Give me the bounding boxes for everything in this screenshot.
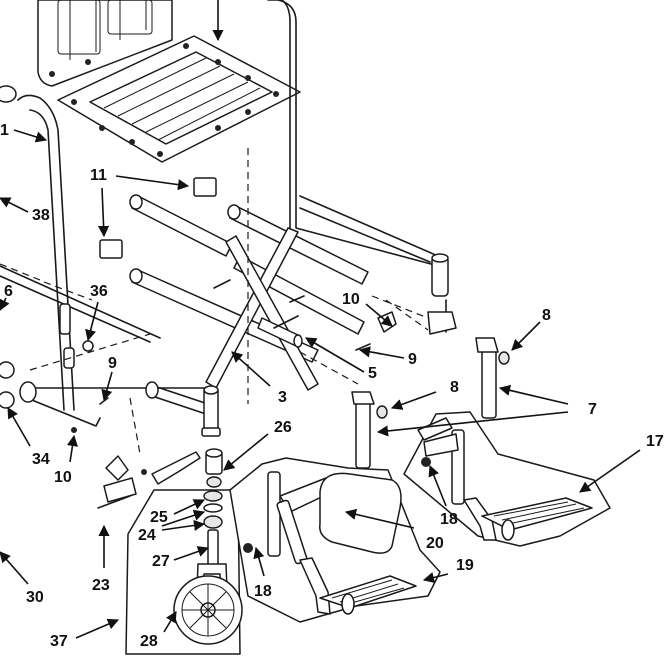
callout-30: 30 bbox=[26, 589, 44, 606]
callout-17: 17 bbox=[646, 433, 664, 450]
callout-10-left: 10 bbox=[54, 469, 72, 486]
seat-upholstery bbox=[57, 35, 301, 163]
callout-27: 27 bbox=[152, 553, 170, 570]
callout-8-lower: 8 bbox=[450, 379, 459, 396]
callout-6: 6 bbox=[4, 283, 13, 300]
wheel-lock-assembly bbox=[97, 451, 201, 509]
callout-36: 36 bbox=[90, 283, 108, 300]
leader-arrows bbox=[0, 0, 641, 639]
callout-28: 28 bbox=[140, 633, 158, 650]
callout-18-footrest: 18 bbox=[440, 511, 458, 528]
callout-11: 11 bbox=[90, 167, 107, 184]
callout-9-left: 9 bbox=[108, 355, 117, 372]
elevating-legrest-detail bbox=[229, 457, 441, 623]
callout-34: 34 bbox=[32, 451, 50, 468]
dashed-guides bbox=[0, 148, 429, 455]
swing-away-footrest-detail bbox=[403, 411, 611, 547]
callout-20: 20 bbox=[426, 535, 444, 552]
callout-25: 25 bbox=[150, 509, 168, 526]
callout-18-legrest: 18 bbox=[254, 583, 272, 600]
cross-brace-assembly bbox=[99, 177, 369, 391]
right-frame bbox=[267, 0, 457, 335]
callout-5: 5 bbox=[368, 365, 377, 382]
caster-housing bbox=[145, 381, 223, 488]
footrest-hangers bbox=[351, 337, 510, 469]
callout-24: 24 bbox=[138, 527, 156, 544]
caster-detail-box bbox=[125, 489, 243, 655]
callout-23: 23 bbox=[92, 577, 110, 594]
callout-38: 38 bbox=[32, 207, 50, 224]
callout-3: 3 bbox=[278, 389, 287, 406]
callout-7: 7 bbox=[588, 401, 597, 418]
callout-10-right: 10 bbox=[342, 291, 360, 308]
callout-1: 1 bbox=[0, 122, 9, 139]
callout-26: 26 bbox=[274, 419, 292, 436]
callout-9-right: 9 bbox=[408, 351, 417, 368]
callout-8-upper: 8 bbox=[542, 307, 551, 324]
back-upholstery bbox=[37, 0, 173, 87]
callout-37: 37 bbox=[50, 633, 68, 650]
left-frame bbox=[0, 85, 213, 427]
callout-labels: 1 38 11 36 6 9 3 10 9 5 8 8 7 34 10 26 1… bbox=[0, 122, 664, 650]
callout-19: 19 bbox=[456, 557, 474, 574]
